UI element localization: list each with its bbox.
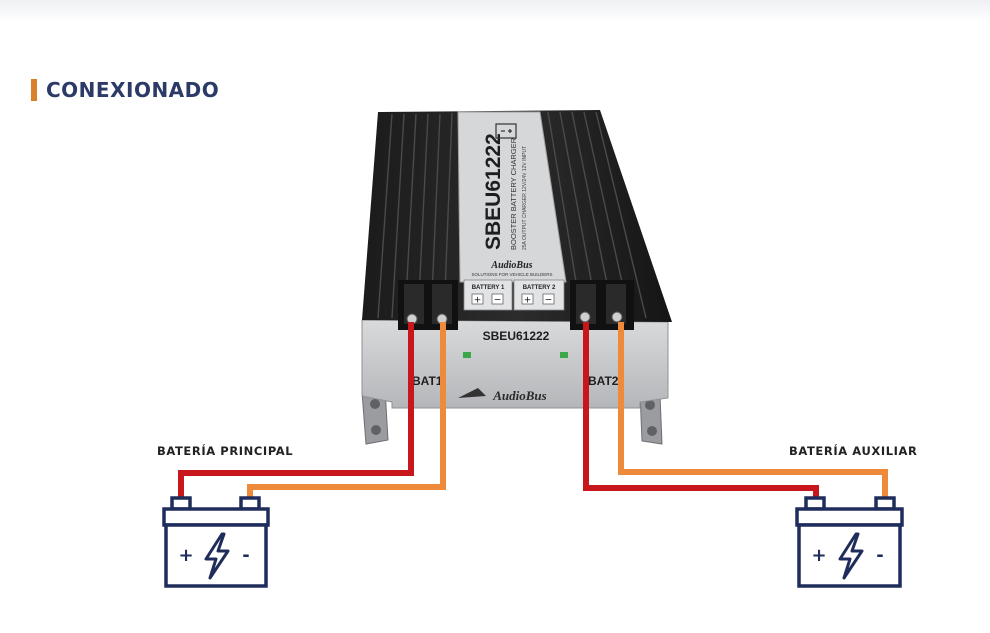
terminal-panel-battery-2-minus: − [545, 296, 553, 306]
terminal-panel-battery-1-plus: + [474, 296, 482, 306]
led-left [463, 352, 471, 358]
terminal-screw-bat2-minus [611, 311, 623, 323]
battery-principal-bolt-icon [204, 532, 230, 580]
terminal-panel-battery-2-plus: + [524, 296, 532, 306]
section-title-text: CONEXIONADO [46, 78, 220, 102]
terminal-block-right [570, 280, 634, 330]
battery-principal-plus: + [178, 545, 193, 566]
device-label-line2: 25A OUTPUT CHARGER 12V/24V 12V INPUT [522, 146, 528, 250]
side-label-bat1: BAT1 [412, 374, 443, 388]
front-brand-logo: AudioBus [458, 388, 547, 403]
battery-auxiliar-bolt-icon [838, 532, 864, 580]
terminal-panel-battery-1-label: BATTERY 1 [472, 285, 505, 291]
label-battery-icon [495, 123, 517, 139]
device-front-model: SBEU61222 [483, 329, 550, 343]
terminal-panel-battery-2-label: BATTERY 2 [523, 285, 556, 291]
battery-auxiliar-label: BATERÍA AUXILIAR [789, 444, 918, 458]
device-front-panel [361, 319, 669, 409]
mounting-foot-left [361, 387, 389, 445]
battery-principal-icon: + - [162, 496, 270, 588]
battery-principal-label: BATERÍA PRINCIPAL [157, 444, 294, 458]
terminal-panel-battery-2: BATTERY 2 + − [513, 279, 565, 311]
wire-auxiliar-negative [618, 322, 888, 500]
label-brand: AudioBus [490, 260, 532, 271]
battery-auxiliar-icon: + - [795, 496, 904, 588]
title-accent-bar [31, 79, 37, 101]
top-shade [0, 0, 990, 22]
battery-auxiliar-minus: - [876, 545, 883, 566]
side-label-bat2: BAT2 [588, 374, 619, 388]
terminal-panel-battery-1-minus: − [494, 296, 502, 306]
front-brand-text: AudioBus [492, 388, 546, 403]
wire-auxiliar-positive [583, 322, 819, 500]
terminal-block-left [398, 280, 458, 330]
battery-principal-minus: - [242, 545, 249, 566]
battery-auxiliar-plus: + [811, 545, 826, 566]
terminal-screw-bat2-plus [579, 311, 591, 323]
terminal-panel-battery-1: BATTERY 1 + − [463, 279, 513, 311]
device-label-line1: BOOSTER BATTERY CHARGER [509, 137, 518, 250]
label-brand-tagline: SOLUTIONS FOR VEHICLE BUILDERS [471, 272, 552, 277]
device-model-rotated: SBEU61222 [482, 133, 505, 250]
wire-principal-positive [178, 322, 414, 500]
device-label-plate [457, 111, 567, 283]
wire-principal-negative [247, 322, 446, 500]
section-title: CONEXIONADO [31, 78, 219, 102]
led-right [560, 352, 568, 358]
